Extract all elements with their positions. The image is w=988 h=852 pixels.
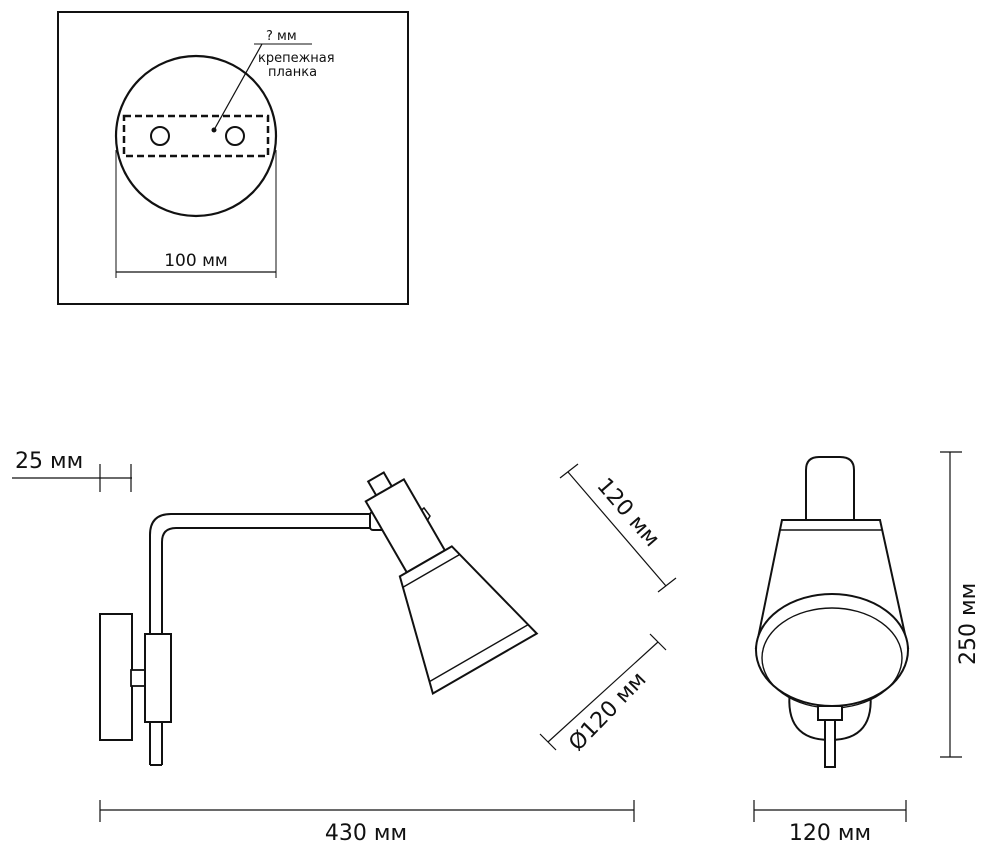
arm-inner — [161, 527, 372, 765]
arm-outer — [149, 513, 372, 765]
shade-height-tick-bottom — [657, 577, 677, 593]
front-connector — [817, 705, 843, 721]
shade-diameter-tick-a — [539, 733, 557, 751]
arm-holder — [144, 633, 172, 723]
wall-connector — [130, 669, 146, 687]
plate-label-line1: крепежная — [258, 51, 335, 66]
shade-height-tick-top — [559, 463, 579, 479]
wall-offset-label: 25 мм — [15, 449, 83, 474]
front-lamp-holder — [805, 456, 855, 520]
shade-group — [364, 471, 539, 696]
shade-diameter-tick-b — [649, 633, 667, 651]
lamp-shade — [398, 545, 539, 696]
wall-canopy-circle — [114, 54, 278, 218]
screw-hole-right — [225, 126, 245, 146]
front-view: 250 мм 120 мм — [753, 451, 981, 846]
screw-hole-left — [150, 126, 170, 146]
detail-frame — [57, 11, 409, 305]
front-shade-rim — [755, 593, 909, 707]
plate-label-line2: планка — [268, 65, 317, 80]
side-view: 25 мм 120 мм Ø1 — [12, 449, 677, 846]
shade-diameter-label: Ø120 мм — [564, 667, 651, 756]
mounting-plate-outline — [122, 114, 270, 158]
height-label: 250 мм — [956, 583, 981, 665]
mount-detail-panel: ? мм крепежная планка 100 мм — [57, 11, 409, 305]
screw-dim-label: ? мм — [266, 29, 297, 44]
diameter-label: 100 мм — [164, 251, 228, 271]
total-length-label: 430 мм — [325, 821, 407, 846]
shade-band-top — [402, 553, 461, 588]
shade-diameter-dim-line — [547, 641, 659, 743]
wall-plate — [99, 613, 133, 741]
front-stem — [824, 719, 836, 768]
plate-leader-line — [213, 43, 263, 131]
shade-height-dim-line — [567, 471, 667, 587]
shade-band-bottom — [429, 624, 529, 683]
width-label: 120 мм — [789, 821, 871, 846]
